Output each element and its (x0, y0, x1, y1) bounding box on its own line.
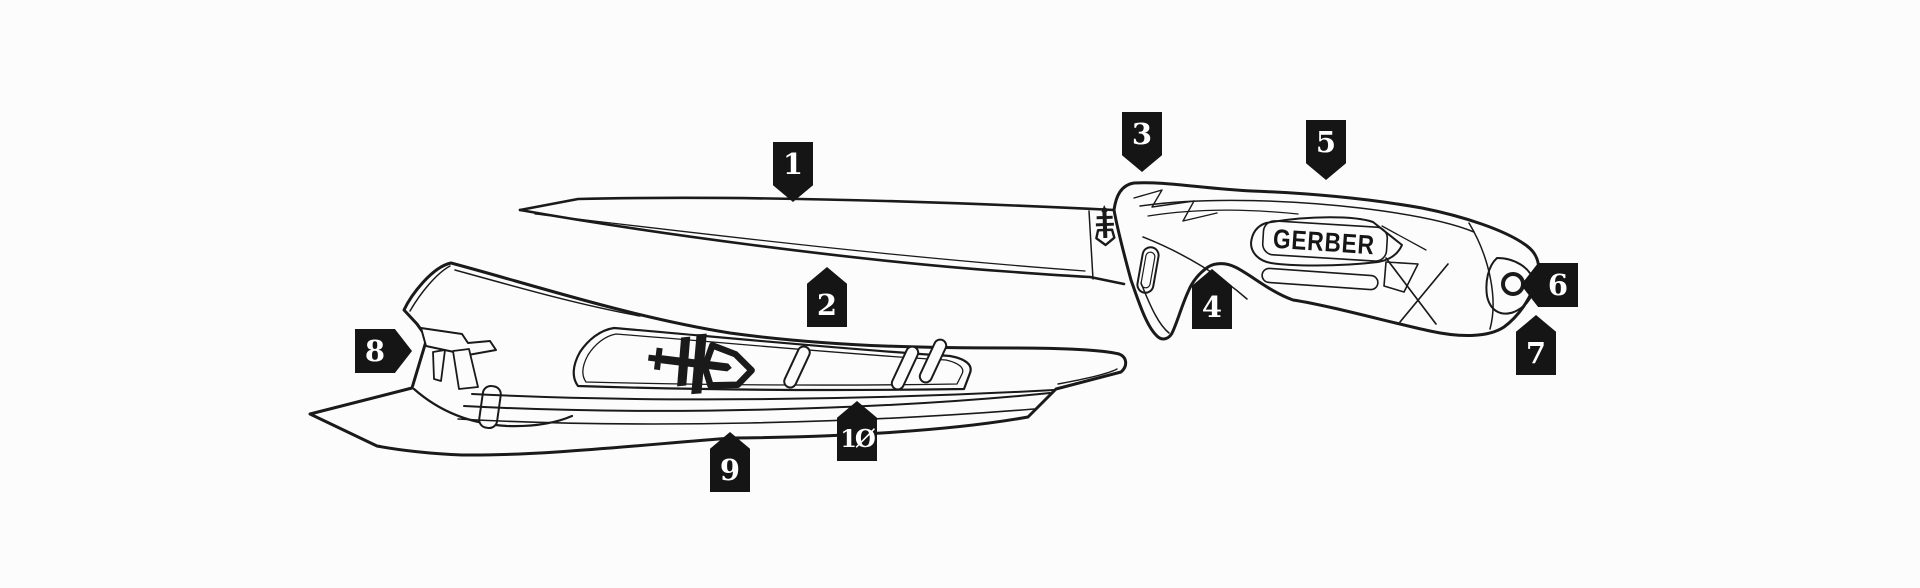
callout-8-number: 8 (364, 333, 386, 368)
drain-slot (783, 345, 811, 389)
drain-slot (890, 345, 920, 391)
callout-6-number: 6 (1547, 267, 1569, 302)
butt-cap-seam (1468, 222, 1494, 330)
handle-brand-text: GERBER (1272, 224, 1376, 261)
callout-1-number: 1 (782, 146, 804, 181)
callout-4-number: 4 (1201, 289, 1223, 324)
handle-lower-inlay (1261, 267, 1379, 291)
callout-3-number: 3 (1131, 116, 1153, 151)
handle: GERBER (1112, 181, 1541, 341)
sheath-rail (463, 392, 1051, 412)
blade (518, 196, 1126, 286)
sheath-body (308, 261, 1128, 457)
gerber-sword-logo (1095, 205, 1116, 247)
callout-9-number: 9 (719, 452, 741, 487)
sheath-latch (420, 327, 497, 356)
drain-slot (918, 338, 948, 384)
handle-front-slot (1136, 246, 1160, 294)
callout-2-number: 2 (816, 287, 838, 322)
sheath-window (572, 326, 972, 392)
sheath-rail (457, 408, 1035, 425)
clip-slot (452, 348, 479, 390)
callout-7-number: 7 (1525, 335, 1547, 370)
gerber-sword-and-shield-logo (648, 333, 755, 395)
callout-5-number: 5 (1315, 124, 1337, 159)
sheath-rail (471, 389, 1055, 401)
clip-slot (432, 349, 446, 382)
handle-brand-panel: GERBER (1250, 216, 1403, 267)
sheath (308, 261, 1128, 457)
callout-10-number: 1Ø (840, 424, 876, 453)
butt-pocket (1485, 257, 1535, 315)
ricasso-line (1088, 210, 1094, 280)
